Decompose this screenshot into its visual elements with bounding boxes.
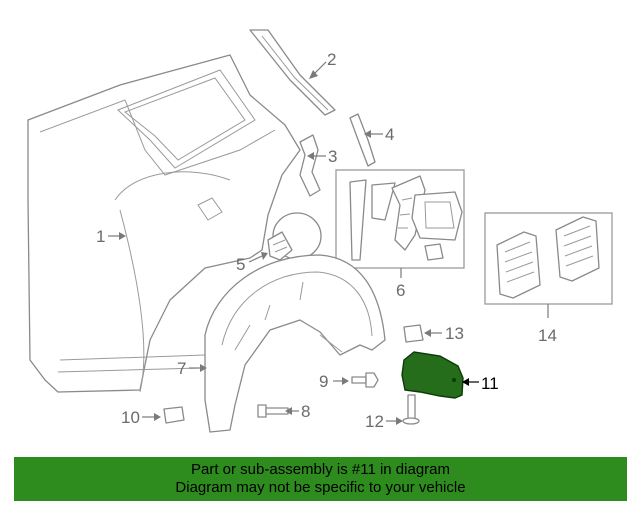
part-6-fuel-door-kit[interactable] <box>335 169 465 269</box>
callout-12: 12 <box>365 412 403 431</box>
callout-3: 3 <box>307 147 337 166</box>
callout-6: 6 <box>396 268 405 300</box>
svg-text:3: 3 <box>328 147 337 166</box>
callout-14: 14 <box>538 304 557 345</box>
callout-13: 13 <box>424 324 464 343</box>
svg-text:4: 4 <box>385 125 394 144</box>
svg-text:1: 1 <box>96 227 105 246</box>
notice-line-1: Part or sub-assembly is #11 in diagram <box>191 461 450 478</box>
notice-line-2: Diagram may not be specific to your vehi… <box>175 479 466 496</box>
part-7-wheelhouse-liner[interactable] <box>204 254 386 433</box>
part-13-block[interactable] <box>403 324 424 343</box>
part-9-bolt[interactable] <box>351 372 379 388</box>
part-1-quarter-panel[interactable] <box>27 54 301 393</box>
part-11-splash-shield[interactable] <box>401 351 464 399</box>
svg-text:8: 8 <box>301 402 310 421</box>
svg-text:6: 6 <box>396 281 405 300</box>
callout-5: 5 <box>236 252 268 274</box>
svg-text:11: 11 <box>481 374 499 393</box>
svg-text:7: 7 <box>177 359 186 378</box>
callout-10: 10 <box>121 408 161 427</box>
svg-text:10: 10 <box>121 408 140 427</box>
part-14-vent-pair[interactable] <box>484 212 613 305</box>
parts-diagram: 1 2 3 4 5 <box>27 29 613 433</box>
svg-text:14: 14 <box>538 326 557 345</box>
part-4-trim[interactable] <box>349 113 376 167</box>
part-12-push-pin[interactable] <box>402 394 420 425</box>
svg-text:9: 9 <box>319 372 328 391</box>
part-5-filler-housing[interactable] <box>267 212 322 261</box>
svg-text:12: 12 <box>365 412 384 431</box>
fitment-notice-banner: Part or sub-assembly is #11 in diagram D… <box>14 457 627 501</box>
callout-8: 8 <box>285 402 310 421</box>
callout-4: 4 <box>364 125 394 144</box>
part-10-clip[interactable] <box>163 406 185 424</box>
svg-text:2: 2 <box>327 50 336 69</box>
callout-11: 11 <box>462 374 499 393</box>
part-3-bracket[interactable] <box>299 134 321 197</box>
part-2-rail-strip[interactable] <box>249 29 336 116</box>
callout-9: 9 <box>319 372 349 391</box>
callout-1: 1 <box>96 227 126 246</box>
svg-text:5: 5 <box>236 255 245 274</box>
callout-7: 7 <box>177 359 207 378</box>
part-8-screw[interactable] <box>257 404 289 418</box>
svg-text:13: 13 <box>445 324 464 343</box>
callout-2: 2 <box>309 50 336 79</box>
